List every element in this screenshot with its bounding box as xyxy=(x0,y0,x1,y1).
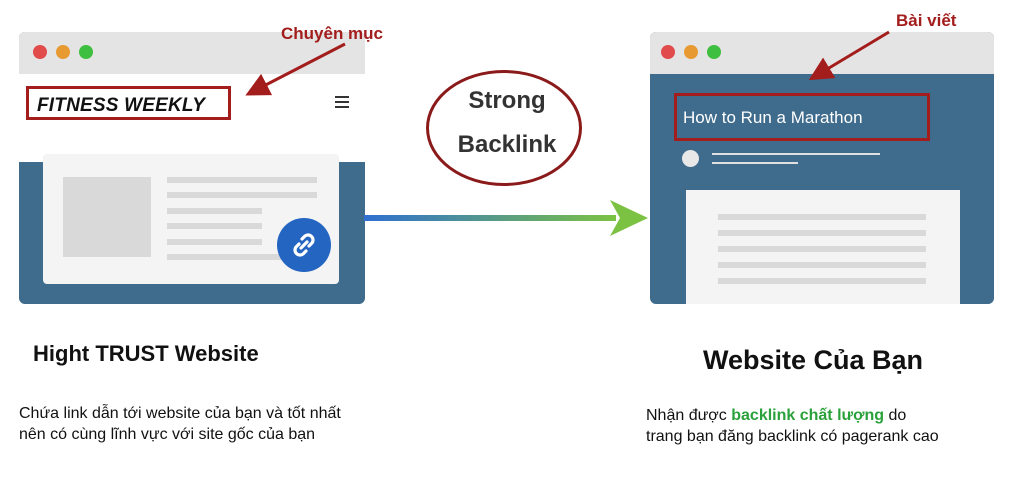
hamburger-icon xyxy=(335,96,349,111)
category-highlight-box: FITNESS WEEKLY xyxy=(26,86,231,120)
text-line xyxy=(718,214,926,220)
text-line xyxy=(718,278,926,284)
callout-arrow-post xyxy=(808,30,890,81)
callout-post: Bài viết xyxy=(896,11,957,30)
window-title-bar xyxy=(19,32,365,74)
backlink-button[interactable] xyxy=(277,218,331,272)
minimize-dot-icon xyxy=(684,45,698,59)
desc-prefix: Nhận được xyxy=(646,407,732,424)
badge-line-2: Backlink xyxy=(457,131,557,158)
thumbnail-placeholder xyxy=(63,177,151,257)
author-avatar xyxy=(682,150,699,167)
site-header: FITNESS WEEKLY xyxy=(19,74,365,162)
desc-suffix: do xyxy=(884,407,907,424)
post-title: How to Run a Marathon xyxy=(683,108,863,127)
text-line xyxy=(167,223,262,229)
article-card xyxy=(43,154,339,284)
callout-category: Chuyên mục xyxy=(281,24,384,43)
left-desc-line-2: nên có cùng lĩnh vực với site gốc của bạ… xyxy=(19,426,316,443)
left-caption-title: Hight TRUST Website xyxy=(33,341,259,366)
post-body-card xyxy=(686,190,960,304)
right-desc-line-1: Nhận được backlink chất lượng do xyxy=(646,405,939,426)
post-title-highlight-box: How to Run a Marathon xyxy=(674,93,930,141)
right-caption-description: Nhận được backlink chất lượng do trang b… xyxy=(646,405,939,447)
text-line xyxy=(718,246,926,252)
close-dot-icon xyxy=(661,45,675,59)
maximize-dot-icon xyxy=(707,45,721,59)
high-trust-website-window: FITNESS WEEKLY xyxy=(19,32,365,304)
site-brand: FITNESS WEEKLY xyxy=(37,95,206,116)
left-caption-description: Chứa link dẫn tới website của bạn và tốt… xyxy=(19,403,341,445)
left-desc-line-1: Chứa link dẫn tới website của bạn và tốt… xyxy=(19,405,341,422)
meta-line xyxy=(712,162,798,164)
badge-line-1: Strong xyxy=(468,87,546,114)
backlink-flow-arrow xyxy=(364,200,648,236)
link-chain-icon xyxy=(293,233,315,257)
maximize-dot-icon xyxy=(79,45,93,59)
text-line xyxy=(167,254,317,260)
text-line xyxy=(718,230,926,236)
text-line xyxy=(718,262,926,268)
callout-arrow-category xyxy=(245,42,346,96)
text-line xyxy=(167,177,317,183)
desc-highlight: backlink chất lượng xyxy=(731,407,885,424)
strong-backlink-badge: Strong Backlink xyxy=(426,70,582,186)
right-caption-title: Website Của Bạn xyxy=(703,345,924,375)
meta-line xyxy=(712,153,880,155)
text-line xyxy=(167,208,262,214)
minimize-dot-icon xyxy=(56,45,70,59)
close-dot-icon xyxy=(33,45,47,59)
right-desc-line-2: trang bạn đăng backlink có pagerank cao xyxy=(646,428,939,445)
text-line xyxy=(167,192,317,198)
text-line xyxy=(167,239,262,245)
